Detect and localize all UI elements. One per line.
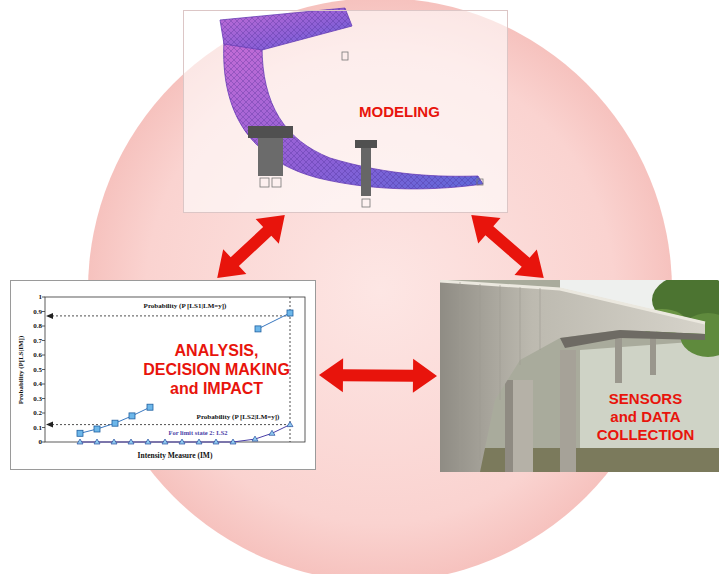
- pier: [560, 350, 576, 472]
- axis-tick-label: 1: [39, 294, 43, 301]
- straight-deck: [220, 8, 352, 50]
- axis-tick-label: 0.2: [33, 410, 42, 417]
- axis-tick-label: 0.9: [33, 308, 42, 315]
- curved-deck: [224, 40, 483, 189]
- series-line: [258, 313, 290, 329]
- straight-deck-truss: [220, 8, 352, 50]
- square-marker: [94, 426, 100, 432]
- dotted-line: [52, 315, 290, 316]
- double-arrow: [217, 215, 285, 278]
- triangle-marker: [77, 422, 293, 444]
- square-markers: [77, 310, 293, 436]
- chart-label: Probability (P [LS1|LM=y]): [144, 303, 227, 310]
- panel-title: ANALYSIS, DECISION MAKING and IMPACT: [139, 341, 294, 399]
- chart-label: Probability (P[LS|IM]): [18, 336, 25, 405]
- pier-shade: [505, 380, 513, 472]
- chart-panel: [10, 280, 316, 470]
- square-marker: [77, 430, 83, 436]
- chart-label: Intensity Measure (IM): [138, 452, 213, 460]
- pier-column: [258, 138, 283, 176]
- chart-label: Probability (P [LS2|LM=y]): [197, 414, 280, 421]
- support-mark: [342, 52, 348, 60]
- panel-box: SENSORS and DATA COLLECTION: [440, 280, 719, 472]
- axis-tick-label: 0: [39, 439, 43, 446]
- panel-box: MODELING: [183, 10, 508, 213]
- bridge-photo: [440, 280, 719, 472]
- pier-cap: [355, 140, 377, 148]
- square-marker: [147, 404, 153, 410]
- dotted-line: [52, 424, 290, 425]
- pier-column: [361, 148, 371, 196]
- square-marker: [255, 326, 261, 332]
- pier-base: [272, 178, 281, 187]
- bridge-girder: [440, 280, 705, 472]
- pier-base: [362, 199, 370, 207]
- axis-tick-label: 0.4: [33, 381, 42, 388]
- panel-title: SENSORS and DATA COLLECTION: [595, 390, 696, 444]
- deck-truss: [224, 40, 483, 189]
- plot-frame: [45, 297, 305, 442]
- axis-tick-label: 0.8: [33, 323, 42, 330]
- square-marker: [129, 413, 135, 419]
- axis-tick-label: 0.7: [33, 337, 42, 344]
- axis-tick-label: 0.3: [33, 395, 42, 402]
- girder-stripes: [460, 282, 540, 472]
- y-ticks: [42, 297, 45, 442]
- axis-tick-label: 0.5: [33, 366, 42, 373]
- series-line: [80, 407, 150, 433]
- chart-label: For limit state 2: LS2: [168, 430, 227, 437]
- pier-base: [260, 178, 269, 187]
- square-marker: [112, 420, 118, 426]
- pier: [615, 333, 622, 383]
- girder-underside: [560, 330, 705, 348]
- pier-cap: [248, 126, 293, 138]
- fragility-chart: [42, 297, 305, 444]
- axis-tick-label: 0.1: [33, 424, 42, 431]
- arrowhead: [46, 422, 53, 428]
- bridge-model: [220, 8, 483, 207]
- double-arrow: [319, 358, 437, 393]
- series-line: [80, 425, 290, 442]
- double-arrow: [471, 215, 543, 278]
- pier: [505, 380, 533, 472]
- axis-tick-label: 0.6: [33, 352, 42, 359]
- square-marker: [287, 310, 293, 316]
- panel-title: MODELING: [359, 103, 440, 121]
- arrowhead: [46, 313, 53, 319]
- end-support: [477, 179, 483, 185]
- triangle-markers: [77, 422, 293, 444]
